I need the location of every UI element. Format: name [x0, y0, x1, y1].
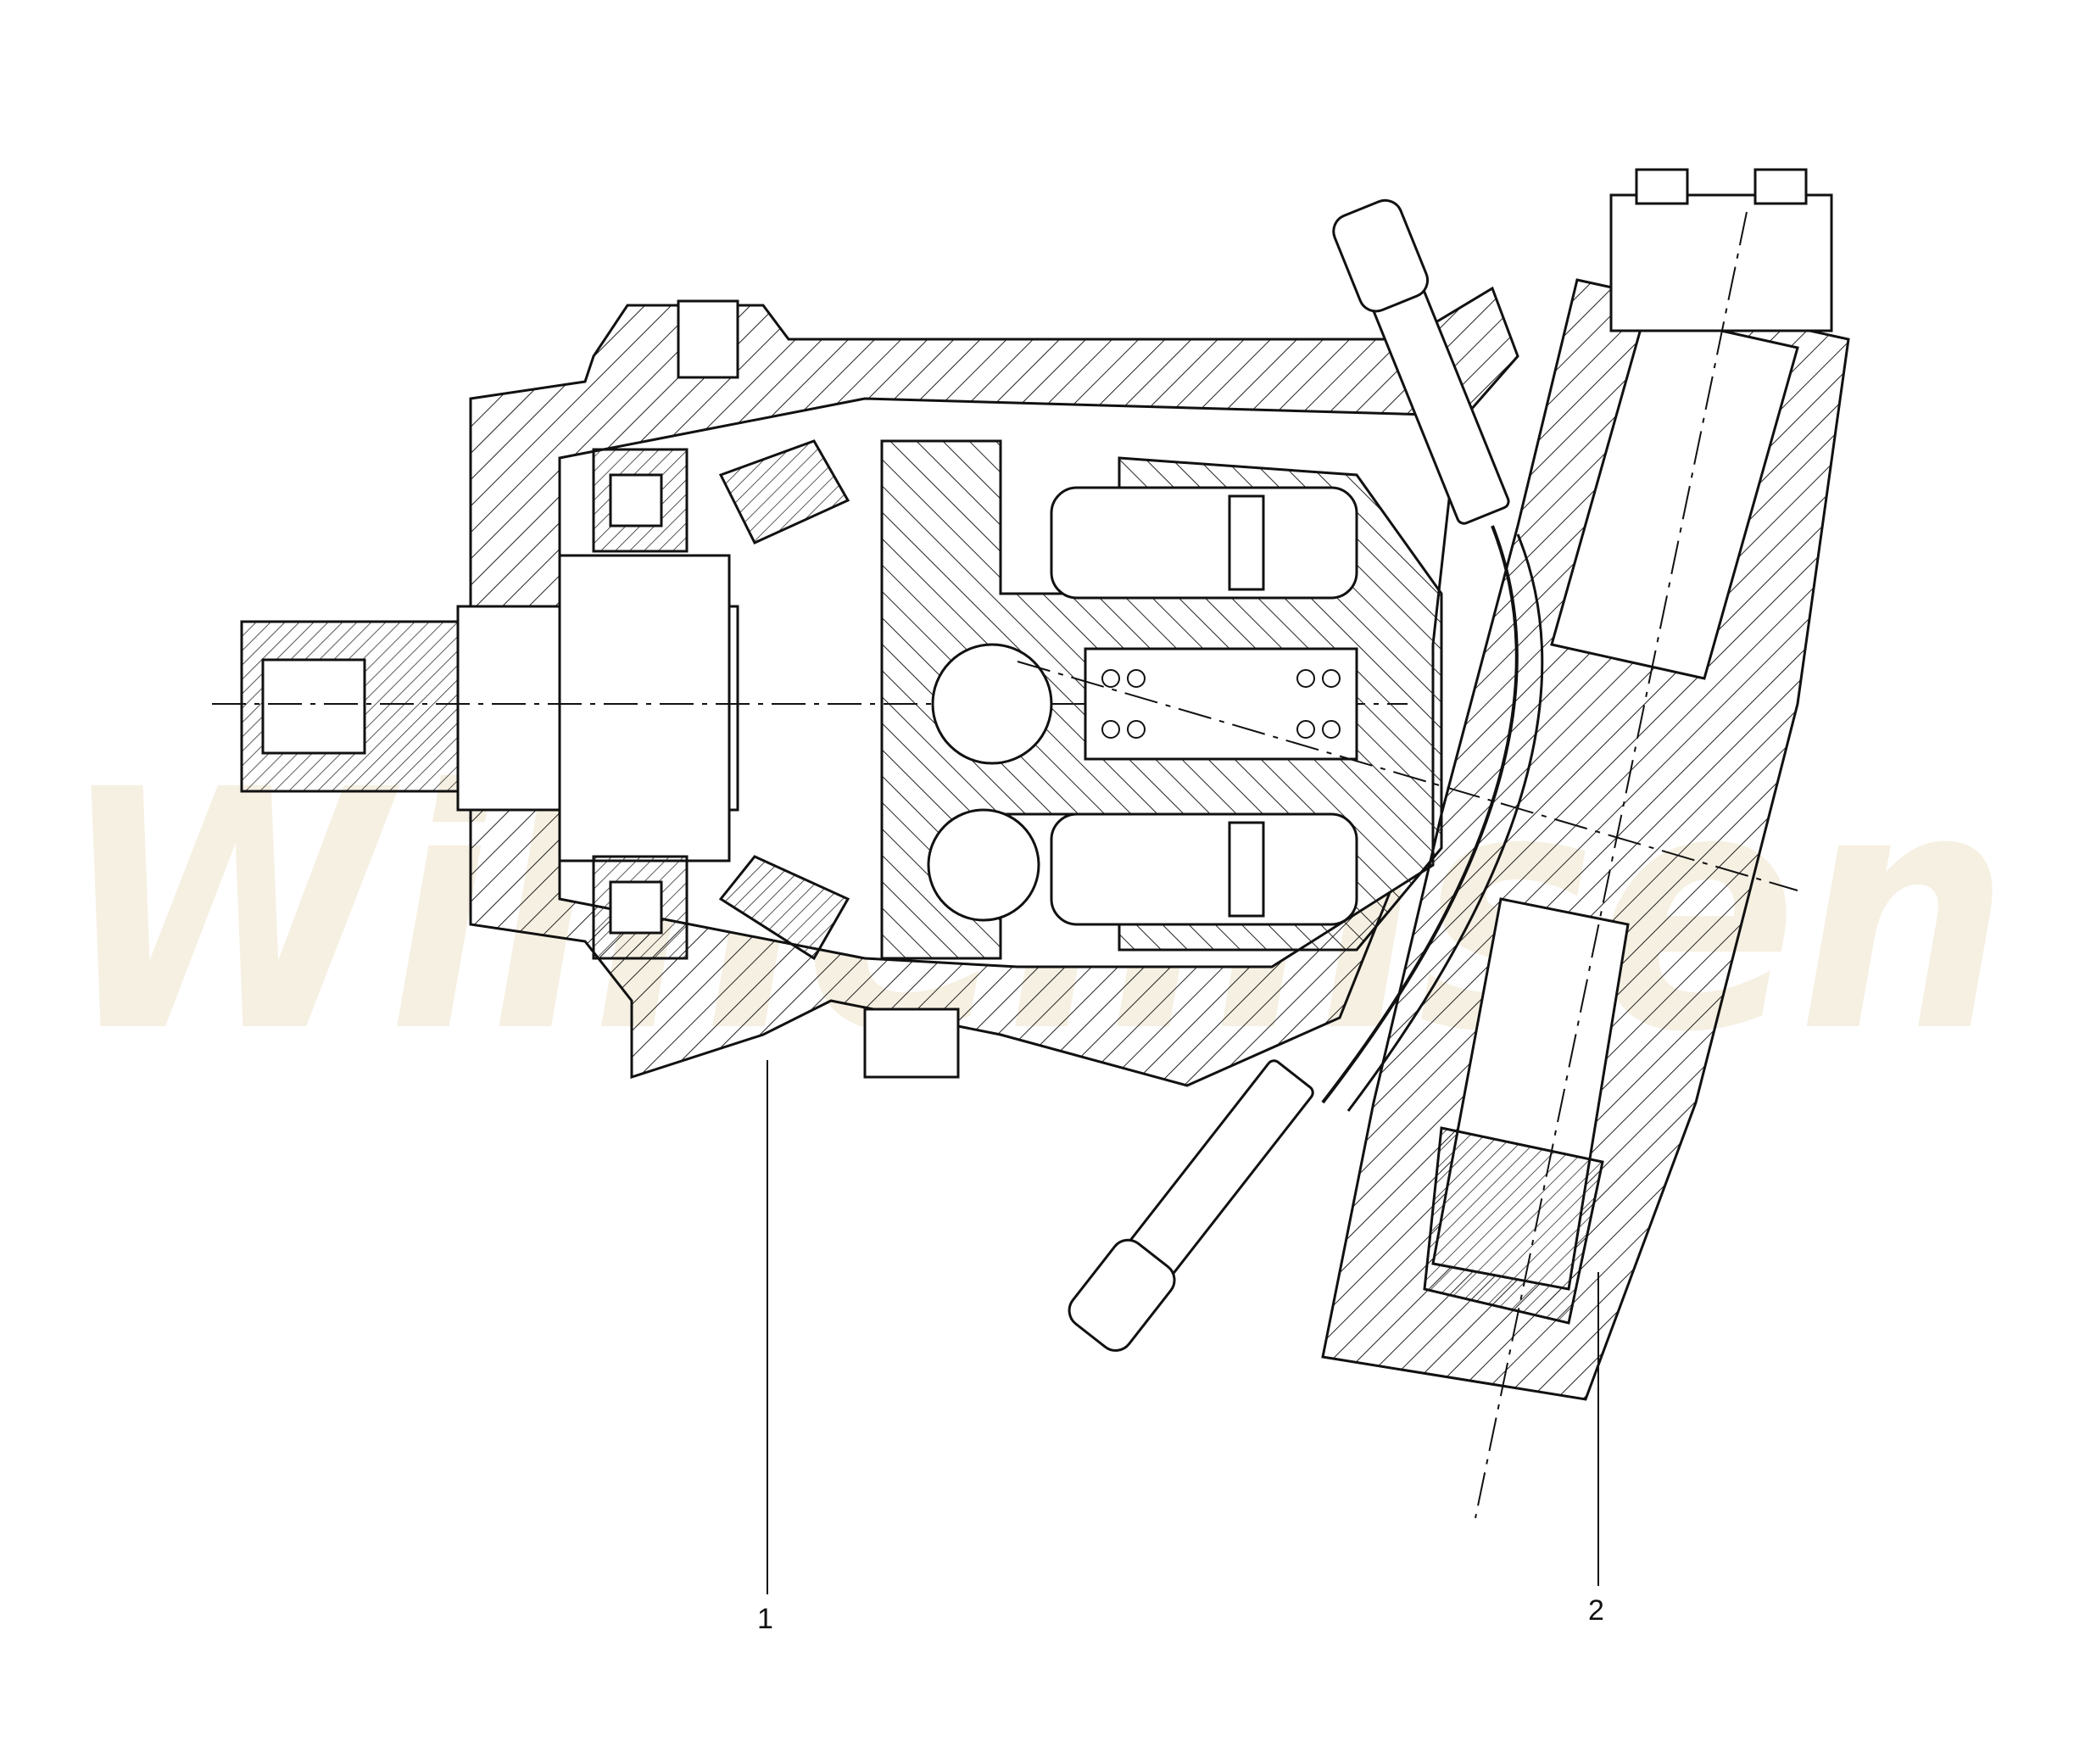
taper-bearing-lower — [718, 855, 850, 961]
piston-center — [1084, 647, 1358, 761]
cylinder-block — [880, 439, 1443, 960]
top-cap — [1609, 193, 1833, 332]
ball-joint-center — [931, 643, 1053, 765]
taper-bearing-upper — [718, 439, 850, 544]
piston-lower — [1050, 812, 1358, 926]
drive-shaft — [212, 554, 1408, 862]
top-plug — [677, 299, 739, 379]
bolts — [677, 198, 1510, 1352]
shaft-collar — [558, 554, 731, 862]
valve-insert — [1423, 1126, 1604, 1325]
upper-bolt — [1332, 198, 1510, 525]
upper-cylinder-bore — [1550, 312, 1799, 680]
ball-joint-lower — [927, 808, 1040, 922]
piston-upper — [1050, 486, 1358, 600]
front-bearing-upper — [592, 448, 689, 553]
angled-centerline — [1017, 661, 1798, 891]
center-spring — [1101, 669, 1341, 739]
lower-bolt — [1068, 1059, 1314, 1352]
callout-1: 1 — [757, 1603, 773, 1635]
callout-2: 2 — [1588, 1594, 1604, 1627]
bottom-plug — [863, 1008, 960, 1079]
bearings — [592, 439, 850, 961]
shaft-end-bore — [261, 658, 366, 755]
port-plate — [1321, 168, 1850, 1401]
curved-port — [1321, 525, 1519, 1104]
